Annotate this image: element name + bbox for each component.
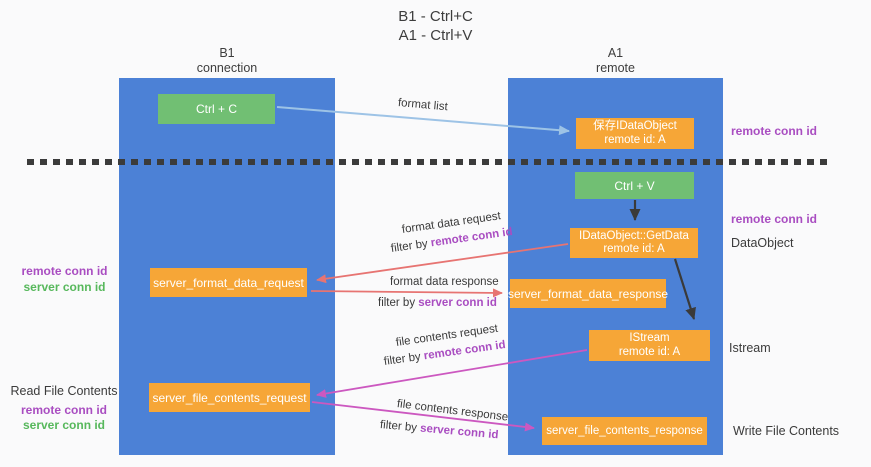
node-getdata-line1: IDataObject::GetData	[579, 229, 689, 242]
node-file-request-label: server_file_contents_request	[152, 390, 307, 405]
lifeline-right-role: remote	[596, 61, 635, 75]
dataobject-label: DataObject	[731, 236, 794, 250]
left-file-annotations: Read File Contents remote conn id server…	[8, 384, 120, 434]
node-server-format-data-request: server_format_data_request	[150, 268, 307, 297]
node-ctrl-v-label: Ctrl + V	[614, 178, 655, 193]
node-getdata-line2: remote id: A	[603, 243, 665, 255]
clipboard-boundary-divider	[27, 159, 833, 165]
format-data-response-arrow	[310, 288, 503, 298]
title-line-2: A1 - Ctrl+V	[398, 27, 473, 44]
node-idataobject-getdata: IDataObject::GetData remote id: A	[570, 228, 698, 258]
node-istream-line2: remote id: A	[618, 345, 681, 358]
node-format-response-label: server_format_data_response	[507, 286, 669, 301]
node-save-idataobject-line2: remote id: A	[604, 133, 666, 146]
filter-by-text: filter by	[390, 237, 432, 255]
format-list-label: format list	[397, 97, 449, 114]
node-server-file-contents-request: server_file_contents_request	[149, 383, 310, 412]
lifeline-left-header: B1 connection	[119, 46, 335, 76]
node-file-response-label: server_file_contents_response	[546, 425, 703, 437]
filter-by-text: filter by	[383, 350, 425, 368]
node-format-request-label: server_format_data_request	[153, 275, 304, 290]
node-save-idataobject: 保存IDataObject remote id: A	[576, 118, 694, 149]
title-line-1: B1 - Ctrl+C	[398, 8, 473, 25]
left-file-remote-conn-id-label: remote conn id	[20, 402, 107, 417]
node-save-idataobject-line1: 保存IDataObject	[593, 120, 677, 132]
left-format-remote-conn-id-label: remote conn id	[21, 264, 108, 278]
lifeline-right-header: A1 remote	[508, 46, 723, 76]
format-data-response-filter-label: filter by server conn id	[378, 297, 497, 309]
right-paste-remote-conn-id-label: remote conn id	[731, 212, 818, 226]
node-ctrl-c: Ctrl + C	[158, 94, 275, 124]
filter-by-text: filter by	[378, 297, 419, 309]
left-file-server-conn-id-label: server conn id	[22, 418, 106, 432]
lifeline-left-role: connection	[196, 61, 258, 75]
file-contents-response-filter-label: filter by server conn id	[379, 419, 498, 441]
lifeline-right-name: A1	[607, 46, 624, 60]
page-title: B1 - Ctrl+C A1 - Ctrl+V	[0, 7, 871, 45]
istream-label: Istream	[729, 341, 771, 355]
left-format-server-conn-id-label: server conn id	[23, 279, 106, 294]
format-data-response-label: format data response	[390, 276, 499, 288]
node-server-format-data-response: server_format_data_response	[507, 279, 669, 308]
right-clipboard-remote-conn-id-label: remote conn id	[731, 124, 818, 138]
file-contents-response-label: file contents response	[396, 398, 509, 424]
left-format-conn-ids: remote conn id server conn id	[12, 264, 117, 295]
read-file-contents-label: Read File Contents	[10, 384, 118, 398]
node-ctrl-v: Ctrl + V	[575, 172, 694, 199]
filter-by-text: filter by	[379, 419, 421, 435]
write-file-contents-label: Write File Contents	[733, 424, 840, 438]
server-conn-id-key: server conn id	[419, 422, 499, 442]
node-istream-line1: IStream	[629, 332, 670, 344]
node-server-file-contents-response: server_file_contents_response	[542, 417, 707, 445]
node-ctrl-c-label: Ctrl + C	[195, 102, 237, 116]
lifeline-left-name: B1	[219, 46, 235, 60]
server-conn-id-key: server conn id	[418, 297, 497, 309]
node-istream: IStream remote id: A	[589, 330, 710, 361]
